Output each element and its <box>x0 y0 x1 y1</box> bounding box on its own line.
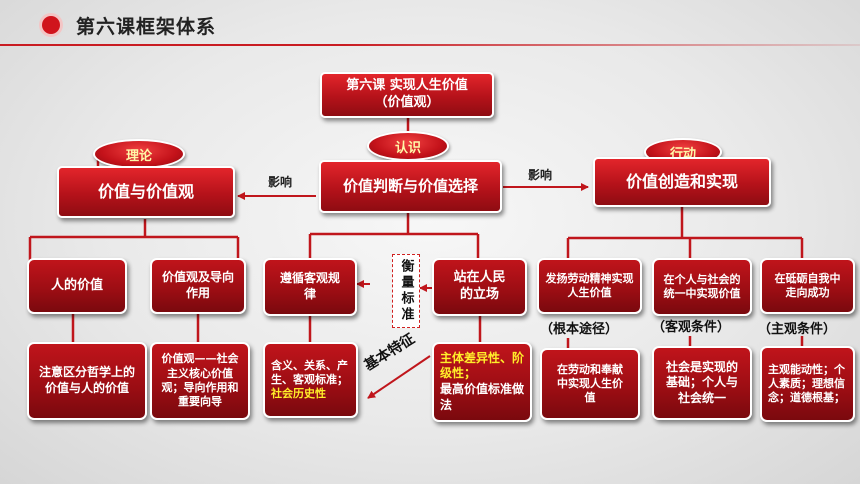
node-value-creation: 价值创造和实现 <box>593 157 771 207</box>
detail-unity: 社会是实现的基础；个人与社会统一 <box>652 346 752 420</box>
stance-detail-text: 最高价值标准做法 <box>440 382 525 412</box>
node-unity: 在个人与社会的统一中实现价值 <box>652 258 752 316</box>
bullet-dot-icon <box>42 16 60 34</box>
top-node-title: 第六课 实现人生价值 <box>346 78 468 94</box>
law-detail-text: 含义、关系、产生、客观标准； <box>271 358 348 386</box>
pill-theory: 理论 <box>93 139 185 169</box>
detail-human-value: 注意区分哲学上的价值与人的价值 <box>27 342 147 420</box>
top-node-subtitle: （价值观） <box>374 95 440 110</box>
detail-follow-law: 含义、关系、产生、客观标准； 社会历史性 <box>263 342 358 418</box>
detail-values: 价值观——社会主义核心价值观；导向作用和重要向导 <box>150 342 250 420</box>
detail-hardship: 主观能动性；个人素质；理想信念；道德根基； <box>760 346 855 422</box>
slide-header: 第六课框架体系 <box>42 8 216 42</box>
node-follow-law: 遵循客观规律 <box>263 258 357 316</box>
node-people-stance: 站在人民的立场 <box>432 258 527 316</box>
top-node: 第六课 实现人生价值 （价值观） <box>320 72 494 118</box>
influence-label-right: 影响 <box>528 168 553 182</box>
node-value-and-values: 价值与价值观 <box>57 166 235 218</box>
detail-labor: 在劳动和奉献中实现人生价值 <box>540 348 640 420</box>
measure-standard-box: 衡量标准 <box>392 254 420 328</box>
influence-label-left: 影响 <box>268 175 293 189</box>
title-divider <box>0 44 860 46</box>
detail-people-stance: 主体差异性、阶级性； 最高价值标准做法 <box>432 342 532 422</box>
law-detail-highlight: 社会历史性 <box>271 387 326 401</box>
tag-fundamental: （根本途径） <box>540 322 619 337</box>
tag-subjective: （主观条件） <box>758 322 837 337</box>
node-labor-spirit: 发扬劳动精神实现人生价值 <box>537 258 642 314</box>
node-human-value: 人的价值 <box>27 258 127 314</box>
node-hardship: 在砥砺自我中走向成功 <box>760 258 855 314</box>
tag-objective: （客观条件） <box>652 320 731 335</box>
pill-cognition: 认识 <box>367 131 449 161</box>
slide-title: 第六课框架体系 <box>76 15 217 38</box>
node-value-judgment-choice: 价值判断与价值选择 <box>319 160 502 213</box>
node-values-role: 价值观及导向作用 <box>150 258 246 314</box>
stance-detail-highlight: 主体差异性、阶级性； <box>440 350 525 381</box>
